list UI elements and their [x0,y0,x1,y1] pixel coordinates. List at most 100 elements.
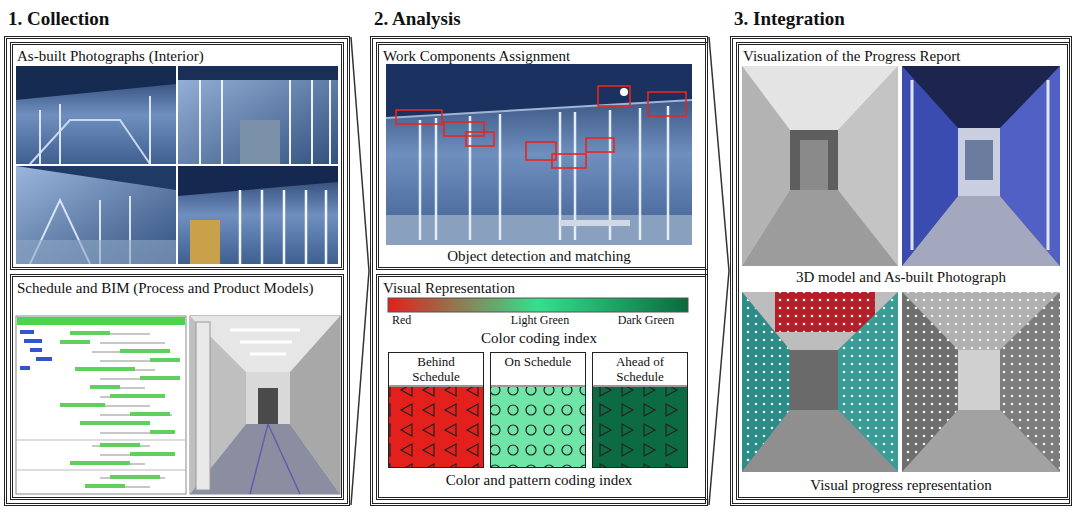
render-door [258,388,278,424]
view-dots [902,292,1060,472]
figure-caption: Visual progress representation [739,477,1063,494]
gantt-bar [85,484,125,488]
gantt-frame [16,316,186,494]
bim-render [190,316,340,494]
render-end-wall [246,372,290,424]
gantt-bar [110,394,165,398]
photo-stud [40,96,150,164]
photo-tile [16,166,176,264]
on-pattern [491,387,585,467]
gantt-bar [130,412,170,416]
section-box: Visualization of the Progress Report 3D m… [736,42,1070,500]
section-title: Visualization of the Progress Report [743,48,1061,65]
photo-ground [386,64,692,245]
stage-panel: 2. AnalysisWork Components AssignmentObj… [370,36,708,506]
photo-floor [16,240,176,264]
status-label: Behind Schedule [401,355,471,385]
photo-column [912,80,1048,250]
gantt-header [17,317,185,325]
gantt-marker [24,339,42,343]
gantt-bar [70,331,110,335]
view-dots [775,292,875,332]
photo-stud [420,106,668,240]
stage-panel: 3. IntegrationVisualization of the Progr… [730,36,1072,506]
figure-caption: Object detection and matching [379,248,699,265]
photo-duct [240,120,280,164]
view-ground [742,292,898,472]
gantt-marker [36,357,52,361]
photo-ceiling [16,166,176,190]
section-title: Work Components Assignment [383,48,701,65]
progress-color-view [742,292,898,472]
scale-label: Dark Green [606,314,686,328]
gantt-bars [60,331,180,488]
model-ground [742,66,898,266]
ahead-fill [593,387,687,467]
render-frame [190,316,340,494]
render-light [230,330,300,354]
view-end [958,350,1000,410]
gantt-bar [150,358,180,362]
progress-grey-view [902,292,1060,472]
figure-caption: Color coding index [379,330,699,347]
behind-pattern [389,387,483,467]
gantt-markers [20,330,52,370]
detection-box [552,154,586,168]
detection-boxes [396,86,686,168]
panel-heading: 1. Collection [8,8,338,30]
gantt-bar [60,340,90,344]
corridor-photo [902,66,1060,266]
section-box: Work Components AssignmentObject detecti… [376,42,708,270]
scale-label: Light Green [490,314,590,328]
photo-beam [386,100,692,118]
section-box: As-built Photographs (Interior) [10,42,344,270]
model-end [790,130,838,190]
scale-label: Red [392,314,452,328]
legend-cell: On Schedule [490,352,586,468]
detection-box [598,86,630,106]
photo-lamp [620,88,628,96]
panel-heading: 3. Integration [734,8,1064,30]
section-box: Schedule and BIM (Process and Product Mo… [10,274,344,500]
detection-photo [386,64,692,245]
gantt-chart [16,316,186,494]
gantt-divider [16,440,186,470]
render-column [196,322,210,490]
gradient-bar [388,298,688,312]
gantt-bar [80,421,150,425]
photo-table [560,220,630,226]
model-door [800,140,828,190]
section-box: Visual RepresentationColor coding indexC… [376,274,708,500]
ahead-pattern [593,387,687,467]
detection-box [396,110,442,124]
section-title: Schedule and BIM (Process and Product Mo… [17,280,335,297]
figure-caption: 3D model and As-built Photograph [739,269,1063,286]
gantt-marker [20,330,34,334]
gantt-bar [90,385,120,389]
view-floor [902,410,1060,472]
cell-divider [389,386,687,387]
status-label: Ahead of Schedule [605,355,675,385]
view-dots [742,292,898,472]
detection-box [466,132,494,146]
view-ground [902,292,1060,472]
gantt-bar [140,376,180,380]
photo-ground [902,66,1060,266]
legend-cell: Behind Schedule [388,352,484,468]
color-coding [388,298,688,467]
photo-ceiling [178,166,338,196]
behind-fill [389,387,483,467]
gantt-bar [110,475,160,479]
photo-tile [16,66,176,164]
figure-caption: Color and pattern coding index [379,472,699,489]
photo-stud [200,80,330,164]
photo-stair [30,120,150,164]
gantt-bar [100,443,140,447]
gantt-bar [150,430,175,434]
gantt-bar [60,403,105,407]
flow-chevron [351,37,369,505]
behind-area [775,292,875,332]
view-floor [742,410,898,472]
photo-floor [902,196,1060,266]
photo-lift [190,220,220,264]
